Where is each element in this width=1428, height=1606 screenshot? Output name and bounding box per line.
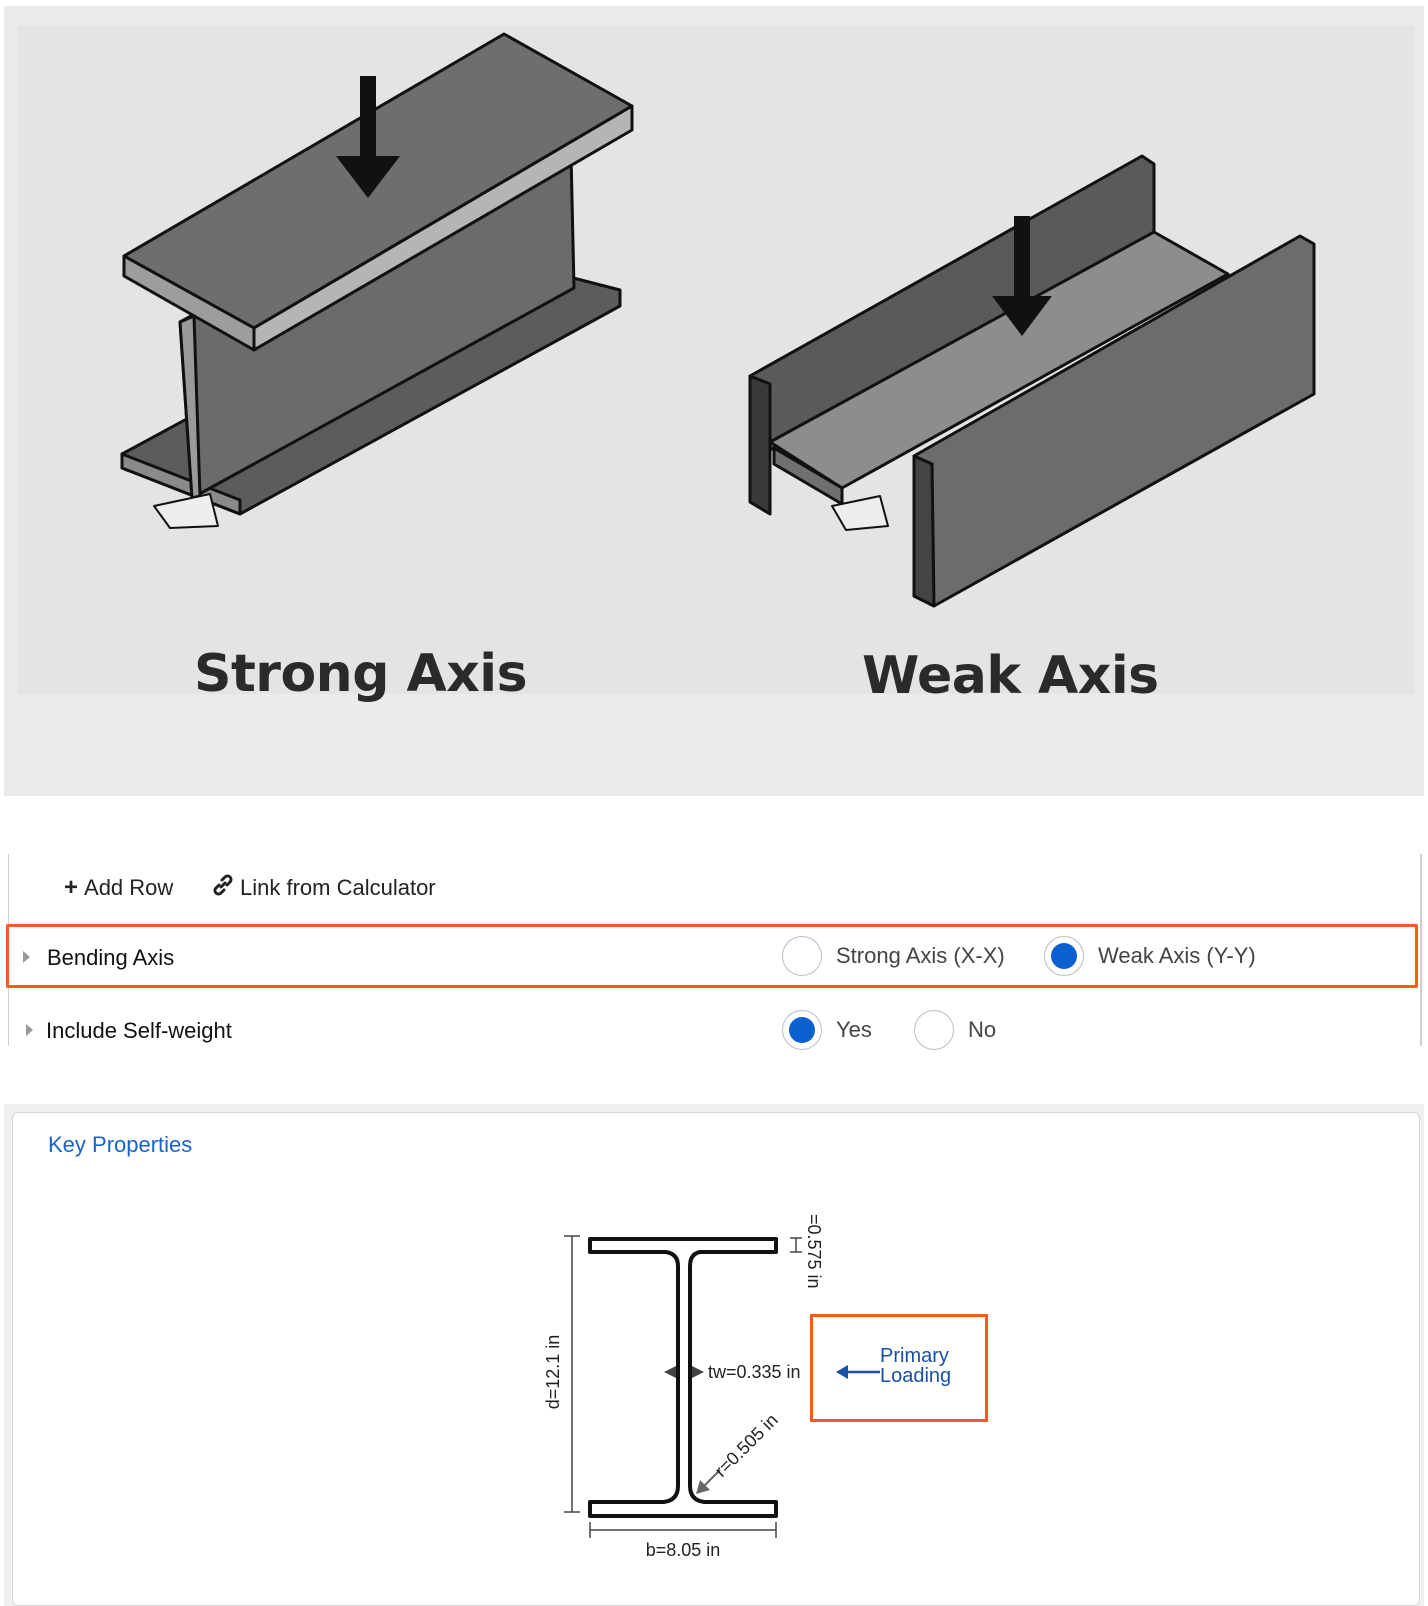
plus-icon: + [64, 874, 79, 901]
web-arrow-right-icon [692, 1366, 704, 1378]
weak-axis-caption: Weak Axis [862, 646, 1159, 706]
radio-strong-axis[interactable]: Strong Axis (X-X) [782, 936, 1005, 976]
depth-dimension [564, 1235, 580, 1513]
option-row-self-weight: Include Self-weight [6, 998, 1414, 1062]
radio-yes-label: Yes [836, 1017, 872, 1042]
web-arrow-left-icon [664, 1366, 676, 1378]
link-icon [212, 874, 234, 902]
radio-weak-axis-circle[interactable] [1044, 936, 1084, 976]
fillet-radius-label: r=0.505 in [711, 1410, 782, 1481]
add-row-label: Add Row [84, 875, 174, 900]
link-from-calculator-label: Link from Calculator [240, 875, 436, 900]
radio-self-weight-yes[interactable]: Yes [782, 1010, 872, 1050]
beam-drawings [120, 32, 1316, 608]
expand-caret-icon[interactable] [26, 1024, 33, 1036]
radio-self-weight-no[interactable]: No [914, 1010, 996, 1050]
self-weight-label: Include Self-weight [46, 1018, 232, 1043]
add-row-button[interactable]: + Add Row [64, 874, 173, 902]
primary-loading-label: Primary Loading [880, 1345, 952, 1387]
radio-strong-axis-circle[interactable] [782, 936, 822, 976]
radio-yes-circle[interactable] [782, 1010, 822, 1050]
radio-strong-axis-label: Strong Axis (X-X) [836, 943, 1005, 968]
web-thickness-label: tw=0.335 in [708, 1362, 801, 1382]
key-properties-card [12, 1112, 1420, 1606]
depth-label: d=12.1 in [543, 1335, 563, 1410]
radio-no-label: No [968, 1017, 997, 1042]
primary-loading-arrow-icon [836, 1365, 848, 1379]
panel-border-right [1420, 854, 1422, 1046]
radio-weak-axis[interactable]: Weak Axis (Y-Y) [1044, 936, 1256, 976]
expand-caret-icon[interactable] [23, 951, 30, 963]
strong-axis-caption: Strong Axis [194, 644, 528, 704]
option-row-bending-axis: Bending Axis [6, 924, 1418, 988]
key-properties-title[interactable]: Key Properties [48, 1132, 193, 1157]
bending-axis-illustration: Strong Axis Weak Axis [4, 6, 1424, 796]
flange-thickness-dimension [790, 1237, 802, 1253]
flange-width-dimension [589, 1522, 777, 1538]
radio-weak-axis-label: Weak Axis (Y-Y) [1098, 943, 1256, 968]
strong-axis-beam [120, 32, 634, 529]
radius-arrow-icon [696, 1480, 710, 1494]
link-from-calculator-button[interactable]: Link from Calculator [212, 874, 436, 902]
bending-axis-label: Bending Axis [47, 945, 175, 970]
flange-thickness-label: =0.575 in [804, 1214, 824, 1289]
weak-axis-beam [748, 154, 1316, 608]
i-section-outline [588, 1237, 778, 1518]
flange-width-label: b=8.05 in [646, 1540, 721, 1560]
radio-no-circle[interactable] [914, 1010, 954, 1050]
primary-loading-highlight [810, 1314, 988, 1422]
